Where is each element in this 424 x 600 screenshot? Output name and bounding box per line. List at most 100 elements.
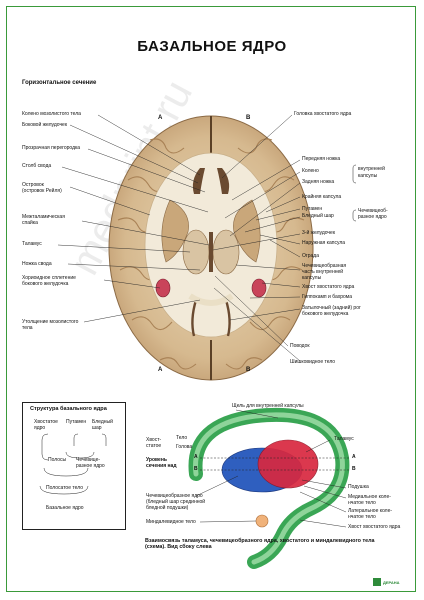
label-lentiform-part: Чечевицеобразная bbox=[302, 263, 347, 269]
structure-striatum: Полосатое тело bbox=[46, 485, 83, 491]
label-choroid: Хориоидное сплетение bbox=[22, 275, 76, 281]
posterior-horns bbox=[191, 299, 231, 337]
schema-caudate-1: Хвост- bbox=[146, 437, 162, 443]
logo-icon bbox=[373, 578, 381, 586]
amygdala bbox=[255, 514, 269, 528]
label-posterior-horn: Затылочный (задний) рог bbox=[302, 305, 361, 311]
structure-pallidus: Бледный bbox=[92, 419, 113, 425]
marker-b-bottom: B bbox=[246, 367, 251, 373]
lentiform-left bbox=[161, 199, 189, 263]
schema-lentiform-2: (бледный шар срединной bbox=[146, 499, 206, 505]
marker-b: B bbox=[246, 115, 251, 121]
schema-medial-2: нчатое тело bbox=[348, 500, 376, 506]
structure-basal-nucleus: Базальное ядро bbox=[46, 505, 84, 511]
label-lentiform-part-3: капсулы bbox=[302, 275, 322, 281]
schema-leaders bbox=[195, 409, 347, 528]
structure-lentiform: Чечевице- bbox=[76, 457, 101, 463]
label-septum: Прозрачная перегородка bbox=[22, 145, 81, 151]
label-insula-reil: (островок Рейля) bbox=[22, 188, 62, 194]
label-lentiform-2: разное ядро bbox=[358, 214, 387, 220]
schema-lateral-1: Латеральное коле- bbox=[348, 508, 393, 514]
structure-stripes: Полосы bbox=[48, 457, 67, 463]
label-claustrum: Ограда bbox=[302, 253, 319, 259]
label-caudate-tail: Хвост хвостатого ядра bbox=[302, 284, 355, 290]
label-lentiform: Чечевицеоб- bbox=[358, 208, 388, 214]
label-lentiform-part-2: часть внутренней bbox=[302, 269, 344, 275]
lateral-ventricles bbox=[192, 168, 230, 194]
label-putamen: Путамен bbox=[302, 206, 323, 212]
schema-lentiform-3: бледной подушки) bbox=[146, 505, 189, 511]
bracket-lentiform bbox=[352, 209, 357, 222]
label-caudate-head: Головка хвостатого ядра bbox=[294, 111, 352, 117]
schema-amygdala: Миндалевидное тело bbox=[146, 519, 196, 525]
structure-caudate-2: ядро bbox=[34, 425, 46, 431]
schema-tail: Хвост хвостатого ядра bbox=[348, 524, 401, 530]
bracket-internal-capsule bbox=[352, 164, 357, 184]
leader-lines-right bbox=[212, 114, 301, 362]
label-extreme-capsule: Крайняя капсула bbox=[302, 194, 342, 200]
splenium bbox=[188, 293, 234, 306]
label-interthalamic-2: спайка bbox=[22, 220, 38, 226]
choroid-plexus-right bbox=[251, 278, 267, 298]
label-choroid-2: бокового желудочка bbox=[22, 281, 69, 287]
label-globus-pallidus: Бледный шар bbox=[302, 213, 334, 219]
choroid-plexus-left bbox=[155, 278, 171, 298]
marker-a: A bbox=[158, 115, 163, 121]
label-third-ventricle: 3-й желудочек bbox=[302, 230, 336, 236]
level-lines bbox=[200, 457, 350, 471]
schema-medial-1: Медиальное коле- bbox=[348, 494, 391, 500]
schema-thalamus: Таламус bbox=[334, 436, 354, 442]
schema-lateral-2: нчатое тело bbox=[348, 514, 376, 520]
label-posterior-horn-2: бокового желудочка bbox=[302, 311, 349, 317]
marker-a-bottom: A bbox=[158, 367, 163, 373]
label-hippocampus: Гиппокамп и бахрома bbox=[302, 294, 353, 300]
schema-slit: Щель для внутренней капсулы bbox=[232, 403, 304, 409]
lentiform-right bbox=[233, 199, 261, 263]
schema-body: Тело bbox=[176, 435, 188, 441]
label-lateral-ventricle: Боковой желудочек bbox=[22, 122, 68, 128]
label-pineal: Шишковидное тело bbox=[290, 359, 336, 365]
thalamus-red bbox=[257, 439, 319, 489]
third-ventricle bbox=[209, 232, 213, 272]
label-posterior-limb: Задняя ножка bbox=[302, 179, 335, 185]
label-fornix-crus: Ножка свода bbox=[22, 261, 52, 267]
poster-title: БАЗАЛЬНОЕ ЯДРО bbox=[137, 38, 287, 55]
label-splenium-2: тела bbox=[22, 325, 33, 331]
structure-putamen: Путамен bbox=[66, 419, 87, 425]
poster-frame bbox=[6, 6, 416, 592]
structure-box bbox=[22, 402, 126, 530]
structure-caudate: Хвостатое bbox=[34, 419, 58, 425]
schema-level-b: B bbox=[194, 466, 198, 472]
schema-level-a: A bbox=[194, 454, 198, 460]
structure-lentiform-2: разное ядро bbox=[76, 463, 105, 469]
schema-caudate-2: статое bbox=[146, 443, 162, 449]
label-internal-capsule-2: капсулы bbox=[358, 173, 378, 179]
schema-level-b-right: B bbox=[352, 466, 356, 472]
section-title: Горизонтальное сечение bbox=[22, 80, 97, 86]
label-anterior-limb: Передняя ножка bbox=[302, 156, 341, 162]
label-genu-corpus: Колено мозолистого тела bbox=[22, 111, 81, 117]
schema-caption: Взаимосвязь таламуса, чечевицеобразного … bbox=[145, 538, 375, 551]
schema-level-2: сечения над bbox=[146, 463, 177, 469]
label-external-capsule: Наружная капсула bbox=[302, 240, 346, 246]
label-internal-capsule: внутренней bbox=[358, 166, 385, 172]
label-thalamus: Таламус bbox=[22, 241, 42, 247]
schema-level: Уровень bbox=[146, 457, 167, 463]
schema-lentiform-1: Чечевицеобразное ядро bbox=[146, 493, 203, 499]
label-fornix-column: Столб свода bbox=[22, 163, 52, 169]
schema-head: Голова bbox=[176, 444, 193, 450]
label-genu: Колено bbox=[302, 168, 319, 174]
schema-level-a-right: A bbox=[352, 454, 356, 460]
schema-pulvinar: Подушка bbox=[348, 484, 369, 490]
label-habenula: Поводок bbox=[290, 343, 310, 349]
leader-lines-left bbox=[57, 114, 210, 323]
publisher-logo: ДЕРАНА bbox=[383, 580, 400, 585]
structure-pallidus-2: шар bbox=[92, 425, 102, 431]
label-insula: Островок bbox=[22, 182, 44, 188]
label-interthalamic: Межталамическая bbox=[22, 214, 65, 220]
structure-box-title: Структура базального ядра bbox=[30, 406, 107, 412]
